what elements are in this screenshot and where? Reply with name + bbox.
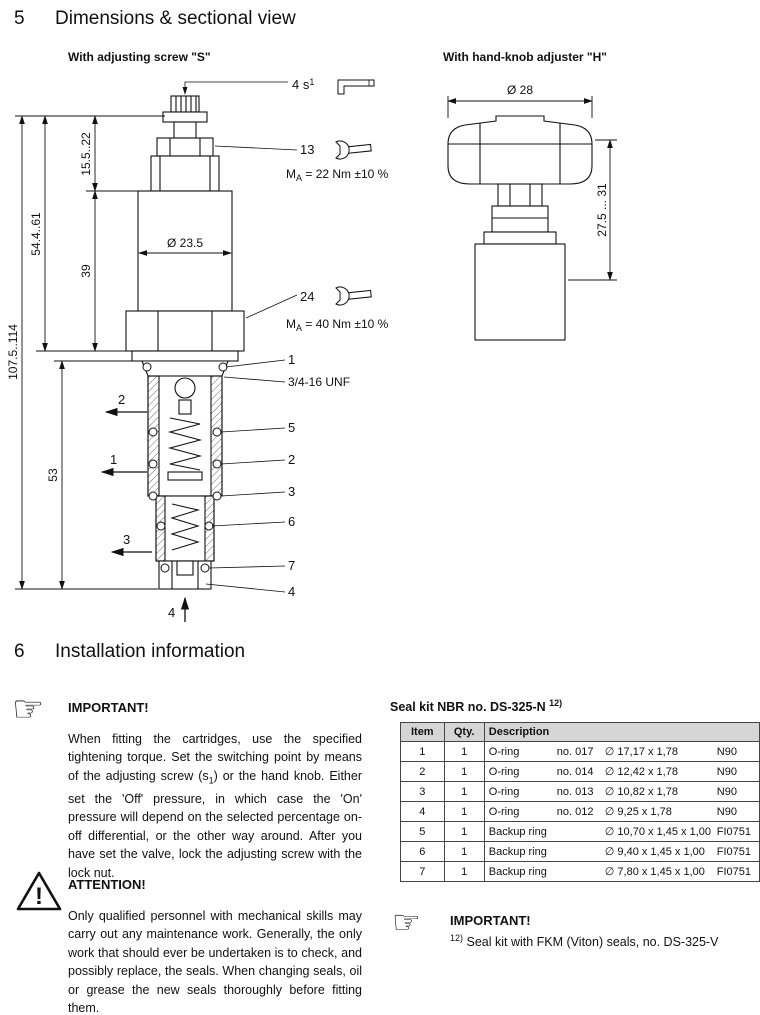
diameter-body-label: Ø 23.5 [167,236,203,250]
dim-cartridge-length: 53 [46,468,60,482]
drawing-h-caption: With hand-knob adjuster "H" [443,50,607,64]
cell-qty: 1 [443,861,485,882]
table-header-row: Item Qty. Description [400,722,760,742]
callout-6: 6 [288,514,295,529]
warning-triangle-icon: ! [16,871,62,911]
important-heading: IMPORTANT! [68,700,149,715]
exclamation-mark: ! [35,883,43,910]
seal-rings [142,362,228,573]
dim-body-height: 39 [79,264,93,278]
cell-item: 7 [400,861,445,882]
section-6-title: Installation information [55,641,246,662]
important-text: When fitting the cartridges, use the spe… [68,731,362,880]
important-2-heading: IMPORTANT! [450,913,531,928]
torque-value-24: MA = 40 Nm ±10 % [286,317,389,333]
label-adjusting-screw: 4 s1 [292,77,314,92]
cell-qty: 1 [443,821,485,842]
drawing-hand-knob-h: Ø 28 27.5 ... 31 [447,83,617,341]
allen-key-icon [337,79,375,95]
callout-3: 3 [288,484,295,499]
spring-lower [170,503,201,551]
header-qty: Qty. [443,722,485,742]
drawing-s-caption: With adjusting screw "S" [68,50,211,64]
seal-kit-footnote: 12) Seal kit with FKM (Viton) seals, no.… [450,933,719,950]
section-5-title: Dimensions & sectional view [55,8,296,29]
dimension-lines-h [447,96,617,281]
pointing-hand-icon: ☞ [12,689,45,730]
header-item: Item [400,722,445,742]
port-label-1: 1 [110,452,117,467]
valve-outline [125,95,245,590]
port-label-2: 2 [118,392,125,407]
wrench-icon-13 [335,140,372,160]
dim-screw-travel: 15.5..22 [79,132,93,176]
callout-7: 7 [288,558,295,573]
dim-upper-height: 54.4..61 [29,212,43,256]
cell-item: 4 [400,801,445,822]
seal-kit-title: Seal kit NBR no. DS-325-N 12) [390,698,563,715]
dimension-lines [15,115,232,590]
dim-total-height: 107.5..114 [6,324,20,380]
leader-lines [182,81,298,593]
section-5-number: 5 [14,8,25,29]
sectional-drawing-s: 4 s1 13 MA = 22 Nm ±10 % Ø 23.5 24 MA = … [6,77,389,622]
cell-item: 2 [400,761,445,782]
header-description: Description [483,722,760,742]
callout-24: 24 [300,289,314,304]
callout-2: 2 [288,452,295,467]
port-arrows [100,407,190,622]
dim-knob-height: 27.5 ... 31 [595,183,609,237]
callout-5: 5 [288,420,295,435]
cell-qty: 1 [443,781,485,802]
cell-qty: 1 [443,741,485,762]
cell-qty: 1 [443,761,485,782]
wrench-icon-24 [335,286,372,306]
pointing-hand-icon: ☞ [392,903,421,941]
port-label-4: 4 [168,605,175,620]
cell-qty: 1 [443,801,485,822]
cell-qty: 1 [443,841,485,862]
cell-item: 3 [400,781,445,802]
callout-1: 1 [288,352,295,367]
diameter-knob-label: Ø 28 [507,83,533,97]
cell-item: 6 [400,841,445,862]
knob-outline [447,115,593,341]
ball [174,377,196,399]
cell-item: 5 [400,821,445,842]
attention-heading: ATTENTION! [68,877,146,892]
attention-text: Only qualified personnel with mechanical… [68,908,362,1015]
callout-13: 13 [300,142,314,157]
cell-item: 1 [400,741,445,762]
torque-value-13: MA = 22 Nm ±10 % [286,167,389,183]
callout-4: 4 [288,584,295,599]
port-label-3: 3 [123,532,130,547]
thread-label: 3/4-16 UNF [288,375,350,389]
spring-upper [167,417,203,471]
section-6-number: 6 [14,641,25,662]
